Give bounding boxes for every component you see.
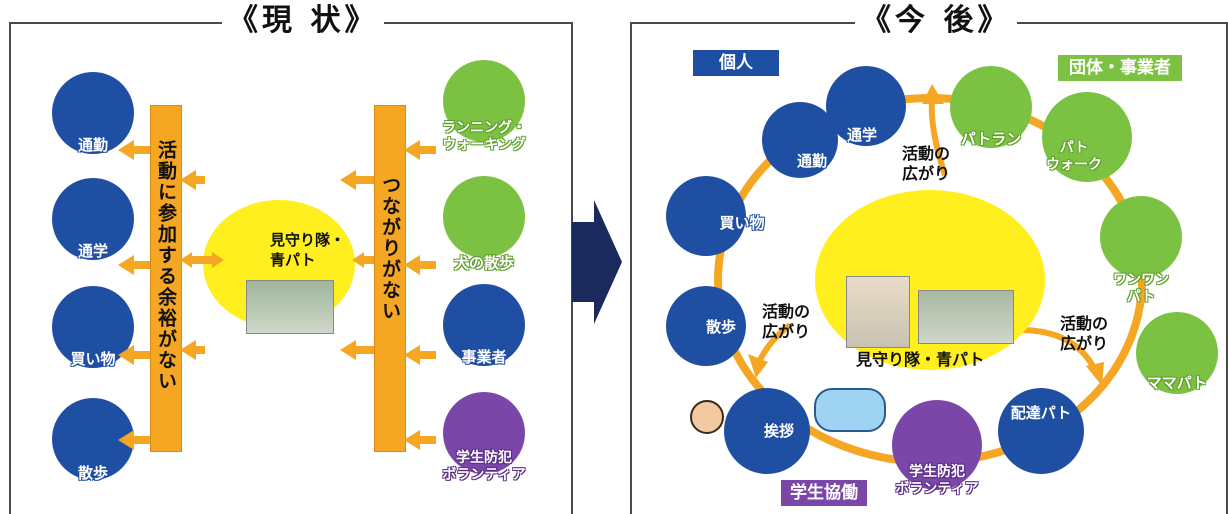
future-title: 《今 後》 (855, 4, 1018, 38)
label-walk: 散歩 (77, 464, 108, 482)
label-student-volunteer: 学生防犯 ボランティア (442, 450, 526, 483)
greeting-person-icon (690, 400, 724, 434)
center-patrol-label: 見守り隊・ 青パト (270, 231, 346, 269)
label-commute: 通勤 (77, 136, 108, 154)
ring-patwalk (1042, 92, 1132, 182)
ring-student-volunteer (892, 400, 982, 490)
spread-label-left: 活動の 広がり (762, 302, 811, 341)
tag-individual: 個人 (693, 50, 779, 76)
patrol-car-icon (814, 388, 886, 432)
circle-school (52, 178, 134, 260)
circle-business (443, 284, 525, 366)
ring-label-delivery: 配達パト (1010, 404, 1072, 422)
ring-label-wanwan: ワンワン パト (1113, 272, 1169, 305)
ring-label-patrun: パトラン (960, 130, 1022, 148)
ring-walk (666, 286, 746, 366)
girl-photo (846, 276, 910, 348)
ring-label-shopping: 買い物 (719, 214, 765, 232)
ring-delivery (998, 388, 1084, 474)
future-patrol-car-photo (918, 290, 1014, 344)
label-business: 事業者 (461, 348, 507, 366)
ring-label-walk: 散歩 (705, 318, 736, 336)
bar-no-connection (374, 105, 406, 452)
patrol-car-photo (246, 280, 334, 334)
circle-student-volunteer (443, 392, 525, 474)
ring-school (826, 66, 906, 146)
ring-shopping (666, 176, 746, 256)
label-dog-walk: 犬の散歩 (453, 254, 514, 272)
label-school: 通学 (77, 242, 108, 260)
ring-mama (1136, 312, 1218, 394)
tag-student: 学生協働 (781, 480, 867, 506)
label-shopping: 買い物 (70, 350, 116, 368)
ring-patrun (950, 66, 1032, 148)
ring-label-patwalk: パト ウォーク (1046, 140, 1102, 173)
circle-running (443, 60, 525, 142)
tag-group: 団体・事業者 (1058, 55, 1182, 81)
future-center-label: 見守り隊・青パト (856, 350, 985, 369)
ring-label-mama: ママパト (1146, 374, 1208, 392)
ring-wanwan (1100, 196, 1182, 278)
current-title: 《現 状》 (222, 4, 385, 38)
ring-label-greeting: 挨拶 (763, 422, 794, 440)
ring-commute (762, 102, 838, 178)
ring-greeting (724, 388, 810, 474)
circle-dog-walk (443, 176, 525, 258)
bar-no-connection-text: つながりがない (379, 175, 401, 322)
ring-label-student-volunteer: 学生防犯 ボランティア (895, 464, 979, 497)
spread-label-top: 活動の 広がり (902, 144, 951, 183)
bar-no-time-text: 活動に参加する余裕がない (155, 140, 177, 392)
label-running: ランニング・ ウォーキング (442, 120, 526, 153)
spread-label-right: 活動の 広がり (1060, 314, 1109, 353)
ring-label-school: 通学 (846, 126, 877, 144)
ring-label-commute: 通勤 (796, 152, 827, 170)
bar-no-time (150, 105, 182, 452)
